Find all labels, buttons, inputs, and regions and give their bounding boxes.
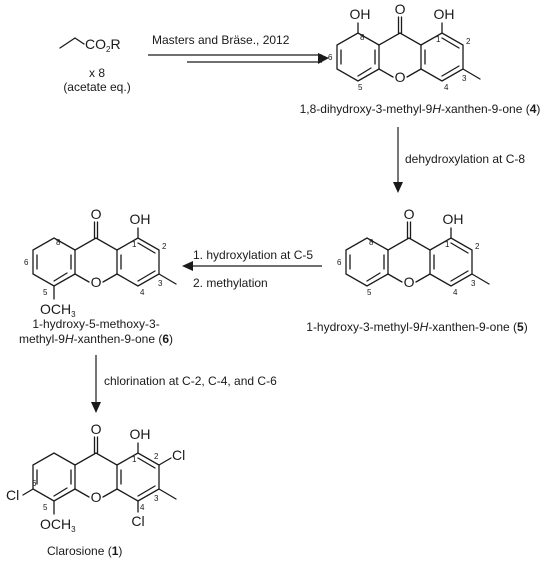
step-1-label: Masters and Bräse., 2012 (152, 33, 290, 47)
svg-text:5: 5 (367, 288, 372, 297)
svg-text:5: 5 (358, 83, 363, 92)
svg-text:3: 3 (462, 74, 467, 83)
svg-text:1: 1 (132, 240, 137, 249)
carbonyl-oxygen-label: O (404, 206, 415, 222)
oh-c1-label: OH (443, 211, 464, 227)
compound-6-name-line-1: 1-hydroxy-5-methoxy-3- (32, 317, 159, 331)
oh-c8-label: OH (350, 6, 371, 22)
svg-text:8: 8 (56, 238, 61, 247)
step-4-label: chlorination at C-2, C-4, and C-6 (104, 374, 277, 388)
compound-5-structure: O O OH 1 2 3 4 5 6 8 (337, 206, 490, 297)
svg-text:8: 8 (369, 238, 374, 247)
ether-oxygen-label: O (91, 489, 102, 505)
compound-6-structure: O O OH OCH3 1 2 3 4 5 6 8 (24, 206, 177, 319)
carbonyl-oxygen-label: O (395, 1, 406, 17)
compound-1-structure: O O OH Cl Cl Cl OCH3 1 2 3 4 5 6 (6, 421, 185, 534)
carbonyl-oxygen-label: O (91, 206, 102, 222)
compound-4-structure: O O OH OH 1 2 3 4 5 6 8 (328, 1, 481, 92)
reagent-formula: CO2R (85, 36, 121, 54)
cl-c2-label: Cl (172, 447, 185, 463)
svg-text:4: 4 (140, 503, 145, 512)
acetate-reagent: CO2R x 8 (acetate eq.) (59, 36, 131, 94)
reagent-note: (acetate eq.) (63, 80, 130, 94)
oh-c1-label: OH (130, 211, 151, 227)
svg-text:4: 4 (444, 83, 449, 92)
oh-c1-label: OH (130, 426, 151, 442)
svg-text:6: 6 (32, 479, 37, 488)
cl-c6-label: Cl (6, 487, 19, 503)
svg-text:2: 2 (162, 242, 167, 251)
step-3-label-line-2: 2. methylation (193, 276, 268, 290)
svg-text:1: 1 (436, 35, 441, 44)
svg-text:1: 1 (445, 240, 450, 249)
arrow-step-3: 1. hydroxylation at C-5 2. methylation (182, 248, 322, 290)
svg-text:3: 3 (471, 279, 476, 288)
ether-oxygen-label: O (91, 274, 102, 290)
step-3-label-line-1: 1. hydroxylation at C-5 (193, 248, 313, 262)
svg-text:6: 6 (328, 53, 333, 62)
step-2-label: dehydroxylation at C-8 (405, 152, 525, 166)
svg-text:4: 4 (453, 288, 458, 297)
svg-text:3: 3 (158, 279, 163, 288)
carbonyl-oxygen-label: O (91, 421, 102, 437)
compound-4-name: 1,8-dihydroxy-3-methyl-9H-xanthen-9-one … (300, 102, 541, 116)
ether-oxygen-label: O (404, 274, 415, 290)
svg-text:3: 3 (154, 494, 159, 503)
svg-text:5: 5 (43, 288, 48, 297)
cl-c4-label: Cl (131, 513, 144, 529)
svg-text:4: 4 (140, 288, 145, 297)
svg-text:6: 6 (337, 258, 342, 267)
svg-text:1: 1 (132, 455, 137, 464)
compound-6-name-line-2: methyl-9H-xanthen-9-one (6) (19, 332, 173, 346)
arrow-step-4: chlorination at C-2, C-4, and C-6 (91, 355, 277, 413)
arrow-step-2: dehydroxylation at C-8 (393, 127, 525, 193)
ome-c5-label: OCH3 (40, 301, 76, 319)
oh-c1-label: OH (434, 6, 455, 22)
svg-text:2: 2 (466, 37, 471, 46)
svg-text:5: 5 (43, 503, 48, 512)
compound-1-name: Clarosione (1) (47, 544, 122, 558)
compound-5-name: 1-hydroxy-3-methyl-9H-xanthen-9-one (5) (306, 320, 527, 334)
svg-text:2: 2 (475, 242, 480, 251)
reagent-multiplier: x 8 (89, 66, 105, 80)
arrow-step-1: Masters and Bräse., 2012 (148, 33, 329, 64)
ome-c5-label: OCH3 (40, 516, 76, 534)
ether-oxygen-label: O (395, 69, 406, 85)
svg-text:8: 8 (360, 33, 365, 42)
svg-text:6: 6 (24, 258, 29, 267)
svg-text:2: 2 (154, 452, 159, 461)
